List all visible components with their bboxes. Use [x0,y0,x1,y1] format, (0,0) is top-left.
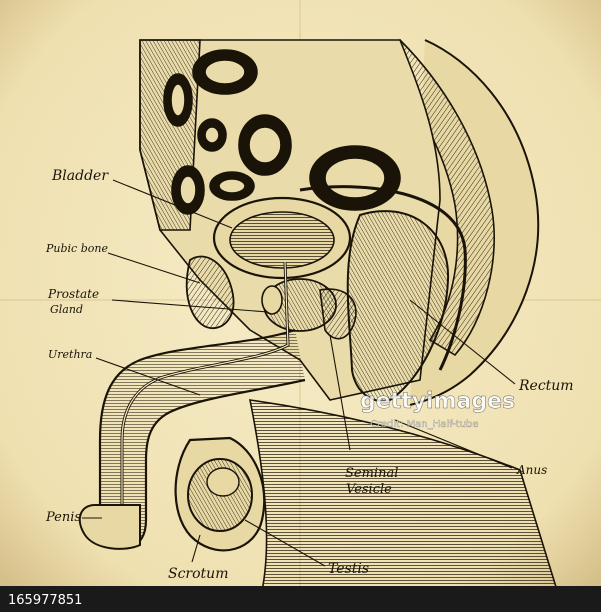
label-urethra: Urethra [48,348,92,361]
intestine-loop [204,126,220,144]
label-pubic-bone: Pubic bone [45,242,108,255]
anatomy-drawing [78,38,562,601]
seminal-vesicle-shape [319,288,357,340]
leader-rectum [409,299,516,385]
watermark-credit: Credit: Man_Half-tube [370,419,478,430]
leader-scrotum [191,534,201,563]
prostate-duct [261,285,283,315]
label-rectum: Rectum [518,378,574,394]
stock-watermark: gettyimages Credit: Man_Half-tube [360,389,516,430]
label-bladder: Bladder [51,168,109,184]
intestine-loop [324,157,386,199]
image-id: 165977851 [8,593,82,608]
glans [78,504,141,550]
label-penis: Penis [45,510,81,525]
intestine-loop [218,178,246,194]
image-id-bar [0,586,601,612]
label-anus: Anus [516,463,547,477]
epididymis [206,467,240,497]
label-prostate-line2: Gland [50,303,83,316]
leader-anus [394,419,513,469]
intestine-loop [170,83,186,117]
urethra-channel-inner [121,261,289,530]
leader-prostate [111,299,269,313]
bladder-lumen [229,211,335,269]
rectum-wall [299,185,467,371]
leader-lines [82,179,516,567]
leader-bladder [112,179,233,229]
pubic-bone-shape [185,255,235,329]
watermark-brand: gettyimages [360,389,515,414]
intestine-loop [179,175,197,205]
label-testis: Testis [328,561,369,577]
intestine-loop [248,126,282,164]
label-seminal-line2: Vesicle [346,482,392,497]
label-prostate-line1: Prostate [47,287,99,301]
leader-seminal [329,334,351,451]
leader-urethra [95,357,201,396]
label-scrotum: Scrotum [168,566,228,582]
leader-testis [244,519,326,567]
leader-pubic-bone [107,252,201,284]
label-seminal-line1: Seminal [345,466,398,481]
intestine-loop [204,59,246,85]
